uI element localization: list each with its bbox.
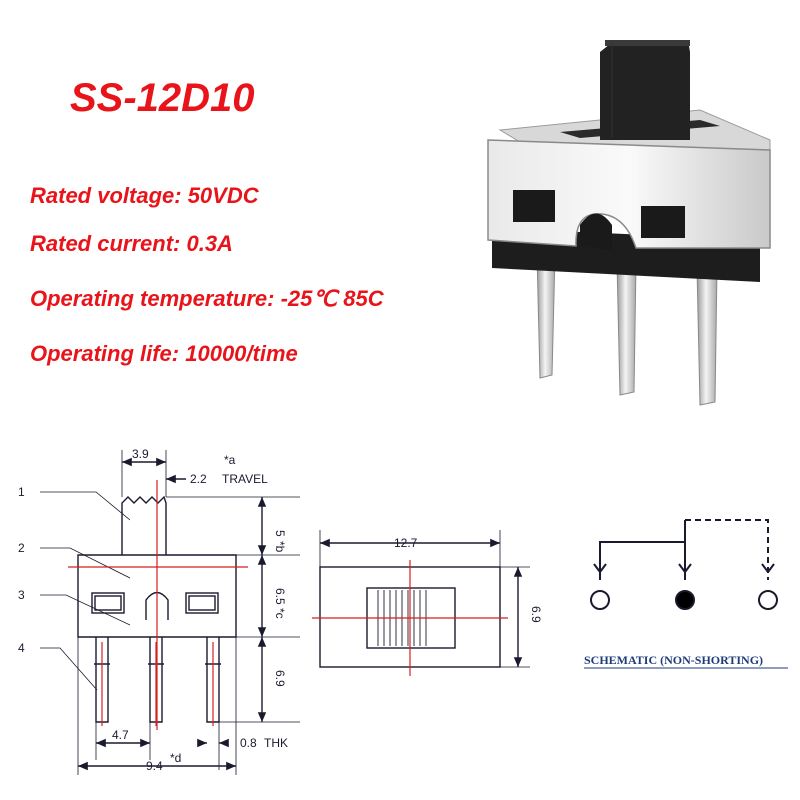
window-left xyxy=(91,592,125,614)
callout-1: 1 xyxy=(18,485,25,499)
spec-rated-voltage: Rated voltage: 50VDC xyxy=(30,183,259,208)
window-right xyxy=(185,592,219,614)
top-view-drawing xyxy=(319,530,530,668)
callout-2: 2 xyxy=(18,541,25,555)
dim-pin-length: 6.9 xyxy=(273,670,287,687)
dim-top-width: 6.9 xyxy=(529,606,543,623)
dim-knob-height-note: *b xyxy=(273,541,287,553)
dim-overall-width-note: *d xyxy=(170,751,181,765)
dim-thickness: 0.8 xyxy=(240,736,257,750)
knob-outline xyxy=(121,495,167,555)
callout-4: 4 xyxy=(18,641,25,655)
spec-rated-current: Rated current: 0.3A xyxy=(30,231,233,256)
dim-knob-height: 5 xyxy=(273,530,287,537)
terminal-right xyxy=(758,590,778,610)
spec-operating-life: Operating life: 10000/time xyxy=(30,341,298,366)
top-view-center-lines xyxy=(312,560,508,676)
switch-product-photo xyxy=(487,40,771,406)
dim-top-length: 12.7 xyxy=(394,536,418,550)
product-title: SS-12D10 xyxy=(70,76,255,120)
dim-travel-label: TRAVEL xyxy=(222,472,268,486)
schematic-diagram xyxy=(590,519,778,610)
dim-travel-note: *a xyxy=(224,453,236,467)
dim-body-height-note: *c xyxy=(273,608,287,619)
dim-body-height: 6.5 xyxy=(273,588,287,605)
terminal-left xyxy=(590,590,610,610)
spec-operating-temperature: Operating temperature: -25℃ 85C xyxy=(30,286,384,311)
dim-pin-pitch: 4.7 xyxy=(112,728,129,742)
dim-overall-width: 9.4 xyxy=(146,759,163,773)
schematic-label: SCHEMATIC (NON-SHORTING) xyxy=(584,653,763,667)
dim-knob-width: 3.9 xyxy=(132,447,149,461)
dim-travel: 2.2 xyxy=(190,472,207,486)
side-view-drawing xyxy=(40,450,300,775)
terminal-common xyxy=(675,590,695,610)
side-view-center-lines xyxy=(68,480,248,730)
dim-thickness-label: THK xyxy=(264,736,288,750)
callout-3: 3 xyxy=(18,588,25,602)
